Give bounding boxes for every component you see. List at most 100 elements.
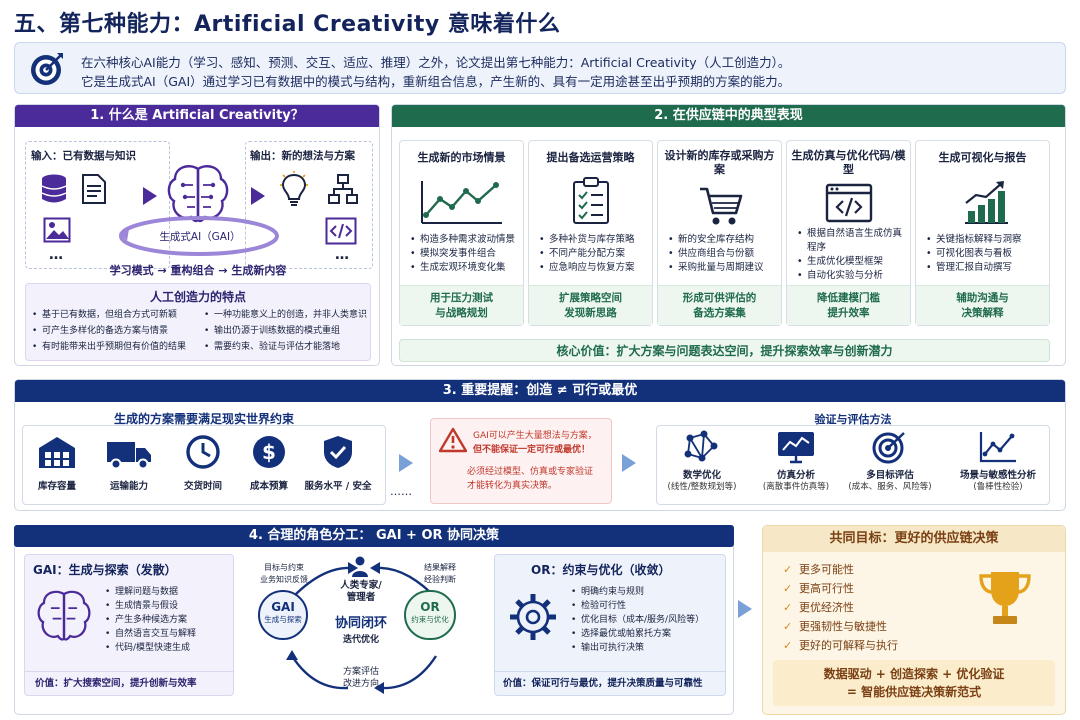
- checklist-icon: [573, 177, 609, 224]
- card-item: 应急响应与恢复方案: [539, 261, 635, 275]
- gai-value: 价值：扩大搜索空间，提升创新与效率: [25, 671, 233, 695]
- goal-item: 更好的可解释与执行: [783, 636, 898, 655]
- warning-text: 但不能保证一定可行或最优！: [473, 445, 591, 455]
- warning-icon: [439, 427, 467, 453]
- more-constraints: ……: [390, 485, 412, 498]
- gai-item: 自然语言交互与解释: [105, 627, 196, 641]
- method-label: 仿真分析: [776, 470, 815, 481]
- arrow-right-icon: [399, 454, 413, 472]
- or-item: 检验可行性: [571, 599, 704, 613]
- card-item: 供应商组合与份额: [668, 247, 764, 261]
- goal-item: 更高可行性: [783, 579, 898, 598]
- shield-icon: [324, 436, 352, 468]
- features-panel: 人工创造力的特点 基于已有数据，但组合方式可新颖 可产生多样化的备选方案与情景 …: [25, 283, 371, 361]
- clock-icon: [186, 435, 220, 469]
- arrow-right-icon: [738, 600, 752, 618]
- card-foot-1: 扩展策略空间: [559, 292, 622, 304]
- card-foot-2: 提升效率: [827, 307, 870, 319]
- method-sub: (鲁棒性检验): [973, 482, 1023, 492]
- core-value-banner: 核心价值：扩大方案与问题表达空间，提升探索效率与创新潜力: [399, 339, 1050, 362]
- card-simulation-code: 生成仿真与优化代码/模型 根据自然语言生成仿真程序生成优化模型框架自动化实验与分…: [786, 140, 911, 326]
- feature-item: 输出仍源于训练数据的模式重组: [204, 323, 372, 339]
- or-item: 优化目标（成本/服务/风险等）: [571, 613, 704, 627]
- gear-icon: [510, 594, 556, 640]
- card-item: 生成宏观环境变化集: [410, 261, 515, 275]
- methods-title: 验证与评估方法: [814, 413, 892, 426]
- hierarchy-icon: [328, 174, 358, 204]
- method-label: 数学优化: [682, 470, 721, 481]
- arrow-right-icon: [143, 187, 157, 205]
- constraint-delivery: 交货时间: [172, 434, 234, 492]
- card-foot-1: 辅助沟通与: [956, 292, 1009, 304]
- card-item: 关键指标解释与洞察: [926, 233, 1022, 247]
- card-operating-strategies: 提出备选运营策略 多种补货与库存策略不同产能分配方案应急响应与恢复方案 扩展策略…: [528, 140, 653, 326]
- goal-formula-2: = 智能供应链决策新范式: [846, 685, 982, 699]
- section-1-title: 1. 什么是 Artificial Creativity？: [15, 105, 379, 127]
- card-title: 生成仿真与优化代码/模型: [791, 149, 906, 176]
- card-foot-2: 决策解释: [961, 307, 1004, 319]
- constraint-label: 交货时间: [183, 481, 222, 492]
- warning-panel: GAI可以产生大量想法与方案， 但不能保证一定可行或最优！ 必须经过模型、仿真或…: [430, 418, 612, 504]
- card-foot-1: 降低建模门槛: [817, 292, 880, 304]
- card-visualization: 生成可视化与报告 关键指标解释与洞察可视化图表与看板管理汇报自动撰写 辅助沟通与…: [915, 140, 1050, 326]
- gai-item: 生成情景与假设: [105, 599, 196, 613]
- card-item: 管理汇报自动撰写: [926, 261, 1022, 275]
- or-item: 选择最优或帕累托方案: [571, 627, 704, 641]
- warning-text: GAI可以产生大量想法与方案，: [473, 431, 597, 441]
- human-label: 人类专家/: [340, 580, 382, 591]
- goal-item: 更强韧性与敏捷性: [783, 617, 898, 636]
- loop-text: 经验判断: [424, 575, 456, 584]
- or-item: 输出可执行决策: [571, 641, 704, 655]
- card-foot-1: 用于压力测试: [430, 292, 493, 304]
- card-title: 生成可视化与报告: [938, 151, 1027, 164]
- loop-text: 改进方向: [342, 679, 379, 689]
- bar-chart-icon: [965, 181, 1008, 224]
- feature-item: 需要约束、验证与评估才能落地: [204, 339, 372, 355]
- trend-chart-icon: [979, 432, 1016, 463]
- target-icon: [872, 432, 905, 464]
- or-value: 价值：保证可行与最优，提升决策质量与可靠性: [495, 671, 725, 695]
- method-sub: (线性/整数规划等): [667, 482, 737, 492]
- lightbulb-icon: [280, 171, 308, 206]
- card-foot-2: 发现新思路: [564, 307, 617, 319]
- goal-item: 更多可能性: [783, 560, 898, 579]
- constraint-budget: $ 成本预算: [238, 434, 300, 492]
- warning-text: 才能转化为真实决策。: [467, 481, 558, 491]
- gai-circle-sub: 生成与探索: [264, 615, 302, 624]
- network-icon: [684, 430, 718, 462]
- document-icon: [82, 174, 106, 204]
- gai-item: 代码/模型快速生成: [105, 641, 196, 655]
- features-title: 人工创造力的特点: [149, 290, 246, 304]
- gai-circle-label: GAI: [271, 600, 295, 614]
- method-multi-objective: 多目标评估 (成本、服务、风险等): [846, 430, 934, 493]
- target-icon: [31, 53, 63, 85]
- or-circle-sub: 约束与优化: [411, 615, 449, 624]
- gai-circle: GAI 生成与探索: [258, 590, 308, 640]
- section-4-title: 4. 合理的角色分工： GAI + OR 协同决策: [14, 525, 734, 547]
- card-market-scenarios: 生成新的市场情景 构造多种需求波动情景模拟突发事件组合生成宏观环境变化集 用于压…: [399, 140, 524, 326]
- line-chart-icon: [421, 181, 502, 224]
- arrow-right-icon: [251, 187, 265, 205]
- constraint-service: 服务水平 / 安全: [300, 434, 376, 492]
- shared-goal-panel: 共同目标：更好的供应链决策 更多可能性 更高可行性 更优经济性 更强韧性与敏捷性…: [762, 525, 1066, 715]
- feature-item: 可产生多样化的备选方案与情景: [32, 323, 202, 339]
- monitor-chart-icon: [778, 432, 814, 464]
- card-foot-1: 形成可供评估的: [682, 292, 757, 304]
- method-scenario: 场景与敏感性分析 (鲁棒性检验): [948, 430, 1048, 493]
- or-circle: OR 约束与优化: [404, 590, 456, 640]
- truck-icon: [107, 442, 151, 470]
- intro-line-2: 它是生成式AI（GAI）通过学习已有数据中的模式与结构，重新组合信息，产生新的、…: [81, 74, 791, 89]
- feature-item: 基于已有数据，但组合方式可新颖: [32, 307, 202, 323]
- code-icon: [325, 217, 357, 245]
- loop-text: 结果解释: [424, 563, 456, 572]
- method-label: 多目标评估: [866, 470, 914, 481]
- constraint-label: 库存容量: [37, 481, 76, 492]
- goal-title: 共同目标：更好的供应链决策: [763, 526, 1065, 552]
- card-title: 生成新的市场情景: [417, 151, 506, 164]
- card-foot-2: 与战略规划: [435, 307, 488, 319]
- method-sub: (成本、服务、风险等): [848, 482, 932, 492]
- feature-item: 有时能带来出乎预期但有价值的结果: [32, 339, 202, 355]
- loop-text: 业务知识反馈: [260, 575, 308, 584]
- method-label: 场景与敏感性分析: [959, 470, 1036, 481]
- goal-item: 更优经济性: [783, 598, 898, 617]
